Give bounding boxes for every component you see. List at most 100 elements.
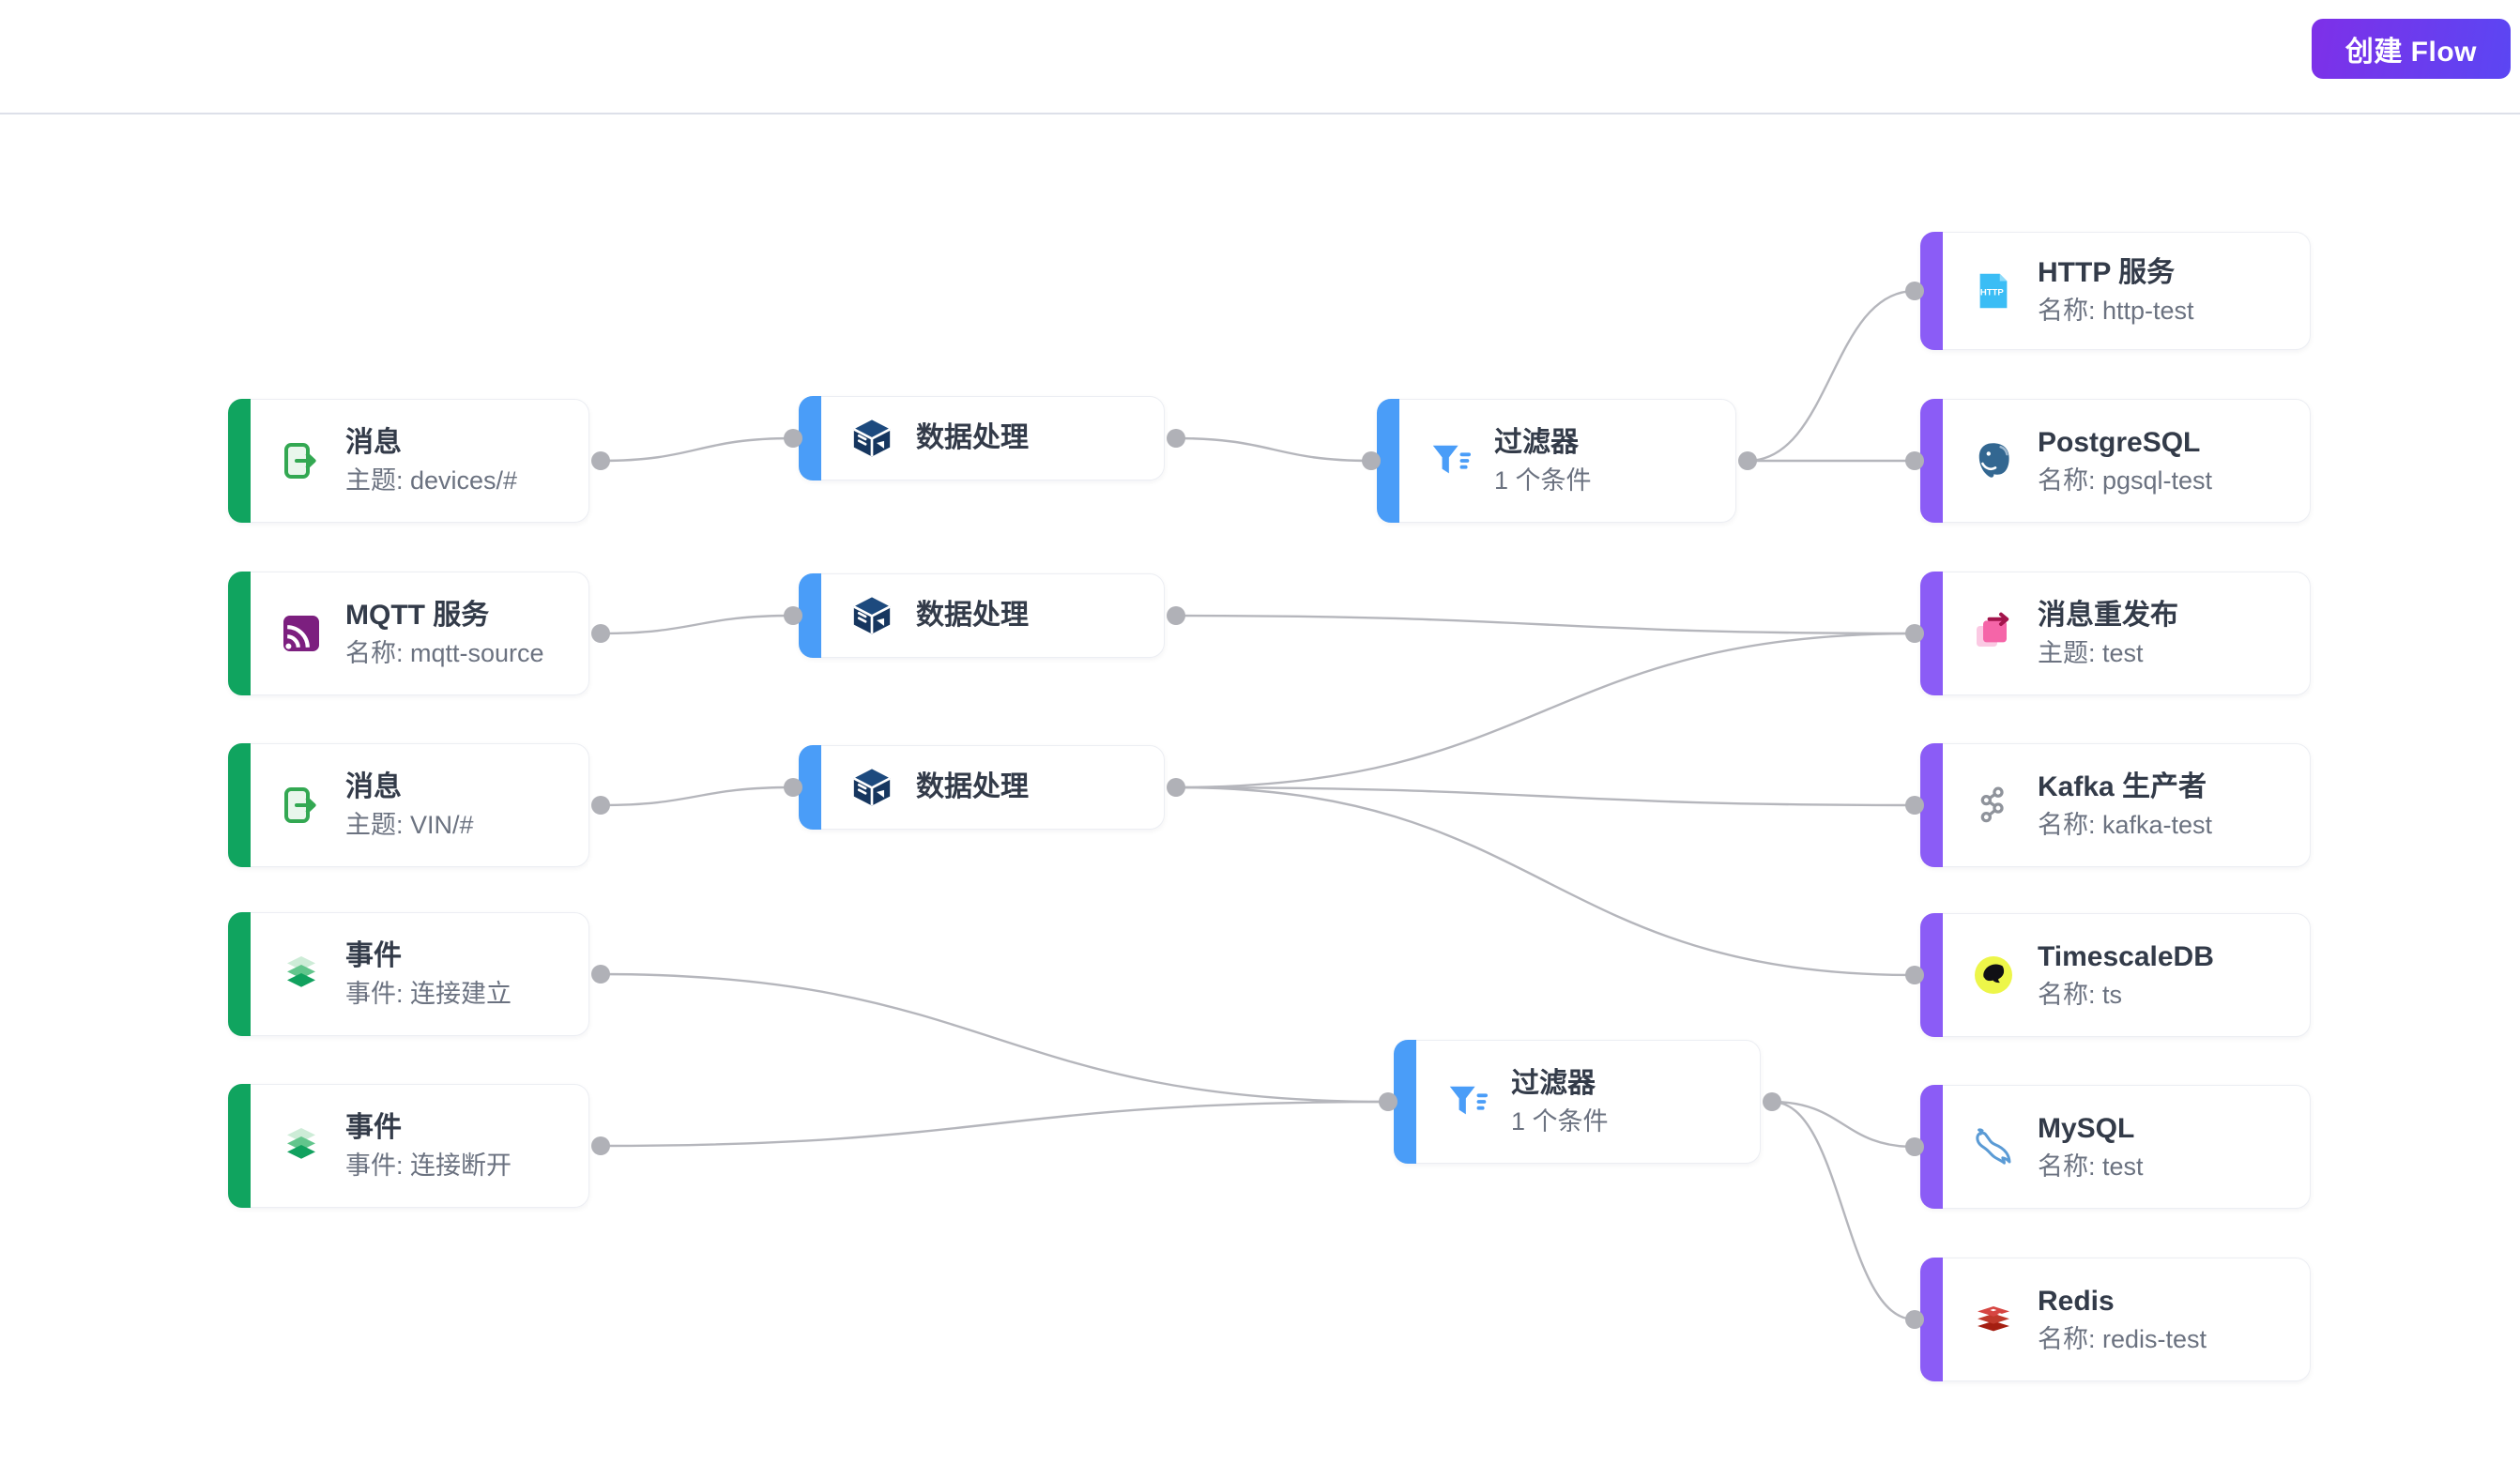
timescaledb-icon [1970, 952, 2017, 999]
node-texts: Kafka 生产者名称: kafka-test [2038, 772, 2212, 838]
process-accent-bar [1377, 399, 1399, 523]
node-title: HTTP 服务 [2038, 257, 2176, 289]
message-out-icon [278, 437, 325, 484]
output-port-process-3[interactable] [1167, 778, 1185, 797]
node-subtitle: 名称: ts [2038, 980, 2123, 1009]
edge-filter-2-to-mysql-test [1771, 1100, 1916, 1149]
edge-msg-devices-to-process-1 [600, 436, 794, 463]
node-title: TimescaleDB [2038, 941, 2214, 973]
node-texts: MySQL 名称: test [2038, 1114, 2144, 1180]
header: 创建 Flow [0, 0, 2520, 114]
node-texts: 消息重发布主题: test [2038, 601, 2178, 666]
node-texts: 数据处理 [916, 772, 1029, 802]
output-port-filter-2[interactable] [1763, 1092, 1781, 1111]
node-texts: 数据处理 [916, 423, 1029, 453]
node-texts: TimescaleDB 名称: ts [2038, 942, 2214, 1008]
cube-icon [848, 592, 895, 639]
sink-accent-bar [1920, 913, 1943, 1037]
output-port-msg-devices[interactable] [591, 451, 610, 470]
output-port-filter-1[interactable] [1738, 451, 1757, 470]
source-accent-bar [228, 399, 251, 523]
sink-accent-bar [1920, 1085, 1943, 1209]
flow-node-process-2[interactable]: 数据处理 [799, 573, 1165, 658]
edge-process-3-to-republish [1175, 632, 1916, 789]
edge-event-connect-to-filter-2 [600, 972, 1389, 1104]
node-texts: 消息主题: devices/# [345, 428, 517, 494]
flow-node-msg-vin[interactable]: 消息主题: VIN/# [228, 743, 589, 867]
svg-text:HTTP: HTTP [1980, 288, 2005, 298]
message-out-icon [278, 782, 325, 829]
layers-icon [278, 1122, 325, 1169]
cube-icon [848, 764, 895, 811]
sink-accent-bar [1920, 1258, 1943, 1381]
flow-node-msg-devices[interactable]: 消息主题: devices/# [228, 399, 589, 523]
output-port-process-1[interactable] [1167, 429, 1185, 448]
node-title: 数据处理 [916, 600, 1029, 632]
edge-process-3-to-timescaledb [1175, 785, 1916, 977]
node-texts: 事件事件: 连接断开 [345, 1113, 512, 1179]
edge-process-1-to-filter-1 [1175, 436, 1372, 463]
redis-icon [1970, 1296, 2017, 1343]
output-port-mqtt-source[interactable] [591, 624, 610, 643]
postgresql-icon [1970, 437, 2017, 484]
output-port-msg-vin[interactable] [591, 796, 610, 815]
flow-node-mysql-test[interactable]: MySQL 名称: test [1920, 1085, 2311, 1209]
layers-icon [278, 951, 325, 998]
flow-node-process-3[interactable]: 数据处理 [799, 745, 1165, 830]
process-accent-bar [799, 573, 821, 658]
node-subtitle: 名称: mqtt-source [345, 638, 544, 667]
node-subtitle: 名称: test [2038, 1151, 2144, 1181]
create-flow-button[interactable]: 创建 Flow [2311, 19, 2511, 79]
process-accent-bar [1394, 1040, 1416, 1164]
flow-node-filter-2[interactable]: 过滤器 1 个条件 [1394, 1040, 1761, 1164]
node-title: MySQL [2038, 1113, 2135, 1145]
output-port-event-disconnect[interactable] [591, 1136, 610, 1155]
flow-node-timescaledb[interactable]: TimescaleDB 名称: ts [1920, 913, 2311, 1037]
node-subtitle: 事件: 连接断开 [345, 1151, 512, 1180]
node-title: 事件 [345, 1112, 402, 1144]
flow-node-mqtt-source[interactable]: MQTT 服务名称: mqtt-source [228, 572, 589, 695]
node-subtitle: 名称: kafka-test [2038, 810, 2213, 839]
filter-icon [1443, 1078, 1490, 1125]
sink-accent-bar [1920, 399, 1943, 523]
source-accent-bar [228, 572, 251, 695]
edge-event-disconnect-to-filter-2 [600, 1100, 1389, 1148]
cube-icon [848, 415, 895, 462]
flow-node-process-1[interactable]: 数据处理 [799, 396, 1165, 480]
node-title: Kafka 生产者 [2038, 771, 2207, 803]
flow-node-event-connect[interactable]: 事件事件: 连接建立 [228, 912, 589, 1036]
node-title: 过滤器 [1511, 1068, 1596, 1100]
source-accent-bar [228, 743, 251, 867]
node-title: 消息重发布 [2038, 600, 2178, 632]
node-texts: 事件事件: 连接建立 [345, 941, 512, 1007]
flow-node-republish[interactable]: 消息重发布主题: test [1920, 572, 2311, 695]
flow-node-event-disconnect[interactable]: 事件事件: 连接断开 [228, 1084, 589, 1208]
http-file-icon: HTTP [1970, 267, 2017, 314]
node-texts: 数据处理 [916, 601, 1029, 631]
output-port-event-connect[interactable] [591, 965, 610, 984]
mysql-icon [1970, 1123, 2017, 1170]
republish-icon [1970, 610, 2017, 657]
kafka-icon [1970, 782, 2017, 829]
flow-node-kafka-test[interactable]: Kafka 生产者名称: kafka-test [1920, 743, 2311, 867]
node-subtitle: 1 个条件 [1511, 1106, 1609, 1136]
sink-accent-bar [1920, 232, 1943, 350]
node-title: 事件 [345, 940, 402, 972]
filter-icon [1427, 437, 1474, 484]
node-subtitle: 名称: redis-test [2038, 1324, 2207, 1353]
edge-mqtt-source-to-process-2 [600, 614, 794, 635]
output-port-process-2[interactable] [1167, 606, 1185, 625]
edge-process-2-to-republish [1175, 614, 1916, 635]
edge-msg-vin-to-process-3 [600, 785, 794, 807]
edge-process-3-to-kafka-test [1175, 785, 1916, 807]
node-title: PostgreSQL [2038, 427, 2201, 459]
source-accent-bar [228, 1084, 251, 1208]
